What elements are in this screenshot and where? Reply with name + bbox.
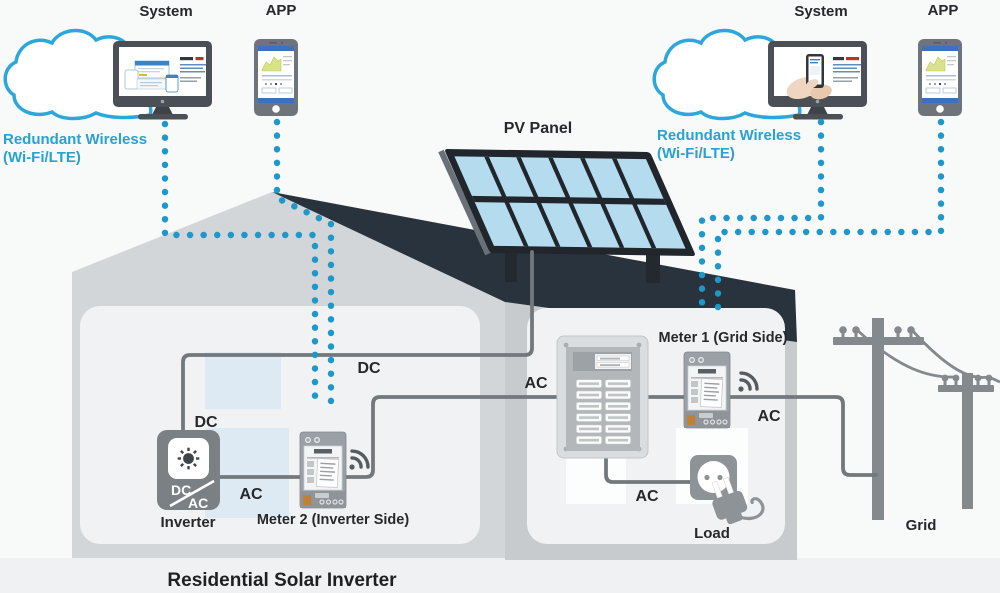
inverter-device: DC AC	[157, 430, 220, 511]
phone-icon-left	[254, 39, 298, 116]
wire-label-ac-inverter-output: AC	[239, 486, 263, 503]
wireless-path-app-right	[714, 118, 945, 317]
panel-leg	[505, 246, 517, 282]
meter2-device	[299, 431, 347, 509]
grid-wire	[855, 327, 957, 379]
redundant-wireless-line2-left: (Wi-Fi/LTE)	[3, 149, 81, 166]
utility-grid	[833, 318, 1000, 520]
wire-label-ac-panel-input: AC	[524, 375, 548, 392]
pv-panel-label: PV Panel	[503, 120, 573, 137]
utility-pole-right	[962, 373, 973, 509]
redundant-wireless-note-right: Redundant Wireless (Wi-Fi/LTE)	[657, 127, 801, 163]
crossarm-right	[938, 385, 994, 392]
ground-strip	[0, 558, 1000, 593]
pv-panel	[438, 149, 695, 283]
plug-icon	[711, 476, 765, 525]
breaker-column-right	[605, 378, 631, 446]
app-label-right: APP	[927, 2, 959, 19]
system-label-right: System	[794, 3, 848, 20]
window-upper	[205, 352, 281, 409]
roof	[272, 192, 797, 342]
utility-pole-left	[872, 318, 884, 520]
wireless-path-app-left	[273, 118, 335, 412]
meter1-device	[683, 351, 731, 429]
meter1-label: Meter 1 (Grid Side)	[658, 330, 788, 346]
grid-wire	[909, 328, 990, 379]
load-label: Load	[694, 525, 730, 542]
ac-wire-load	[604, 456, 693, 484]
app-label-left: APP	[265, 2, 297, 19]
crossarm-left	[833, 337, 924, 345]
diagram-title: Residential Solar Inverter	[167, 570, 397, 591]
wire-label-dc-roof: DC	[357, 360, 381, 377]
redundant-wireless-line2-right: (Wi-Fi/LTE)	[657, 145, 735, 162]
wire-label-ac-grid-output: AC	[757, 408, 781, 425]
sun-icon	[177, 447, 200, 470]
wireless-path-system-left	[161, 120, 319, 412]
wire-label-ac-load: AC	[635, 488, 659, 505]
insulators	[839, 326, 993, 386]
redundant-wireless-line1-right: Redundant Wireless	[657, 127, 802, 144]
meter2-label: Meter 2 (Inverter Side)	[256, 512, 410, 528]
grid-label: Grid	[905, 517, 937, 534]
inverter-dc-text: DC	[171, 482, 191, 498]
wall-patch-panel	[566, 456, 626, 504]
inverter-label: Inverter	[160, 514, 216, 531]
system-label-left: System	[139, 3, 193, 20]
redundant-wireless-note-left: Redundant Wireless (Wi-Fi/LTE)	[3, 131, 147, 167]
redundant-wireless-line1-left: Redundant Wireless	[3, 131, 148, 148]
phone-icon-right	[918, 39, 962, 116]
breaker-panel	[556, 335, 649, 459]
breaker-column-left	[576, 378, 602, 446]
inverter-ac-text: AC	[188, 495, 208, 511]
panel-surface	[445, 149, 695, 256]
load-socket	[690, 455, 737, 500]
panel-edge	[438, 149, 491, 256]
inverter-slash	[169, 479, 215, 508]
wire-label-dc-inverter: DC	[194, 414, 218, 431]
monitor-screen-left	[124, 57, 206, 93]
dc-wire	[181, 250, 534, 434]
monitor-screen-right	[786, 54, 861, 100]
